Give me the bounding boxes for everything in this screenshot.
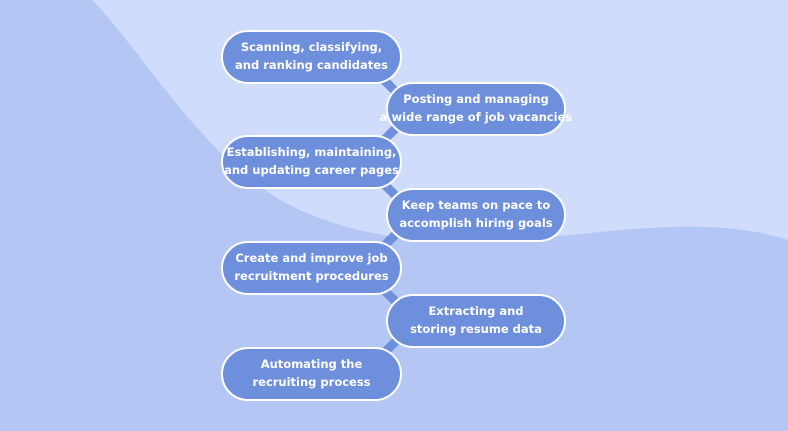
- step-5-line-1: Create and improve job: [235, 251, 388, 266]
- step-1-line-1: Scanning, classifying,: [240, 40, 383, 55]
- step-3-line-2: and updating career pages: [224, 163, 399, 177]
- step-posting-managing-vacancies: Posting and managing a wide range of job…: [380, 82, 572, 136]
- step-5-line-2: recruitment procedures: [234, 269, 389, 283]
- step-hiring-goals: Keep teams on pace to accomplish hiring …: [386, 188, 566, 242]
- step-1-line-2: and ranking candidates: [235, 58, 388, 72]
- step-scanning-classifying-ranking: Scanning, classifying, and ranking candi…: [221, 30, 402, 84]
- step-automating-recruiting: Automating the recruiting process: [221, 347, 402, 401]
- step-4-line-2: accomplish hiring goals: [399, 216, 553, 230]
- step-2-line-1: Posting and managing: [403, 92, 549, 107]
- step-6-line-2: storing resume data: [410, 322, 542, 336]
- step-4-line-1: Keep teams on pace to: [401, 198, 551, 213]
- step-recruitment-procedures: Create and improve job recruitment proce…: [221, 241, 402, 295]
- step-3-line-1: Establishing, maintaining,: [226, 145, 397, 160]
- step-7-line-2: recruiting process: [252, 375, 371, 389]
- step-career-pages: Establishing, maintaining, and updating …: [221, 135, 402, 189]
- step-resume-data: Extracting and storing resume data: [386, 294, 566, 348]
- step-6-line-1: Extracting and: [428, 304, 524, 319]
- step-7-line-1: Automating the: [260, 357, 363, 372]
- step-2-line-2: a wide range of job vacancies: [379, 110, 573, 124]
